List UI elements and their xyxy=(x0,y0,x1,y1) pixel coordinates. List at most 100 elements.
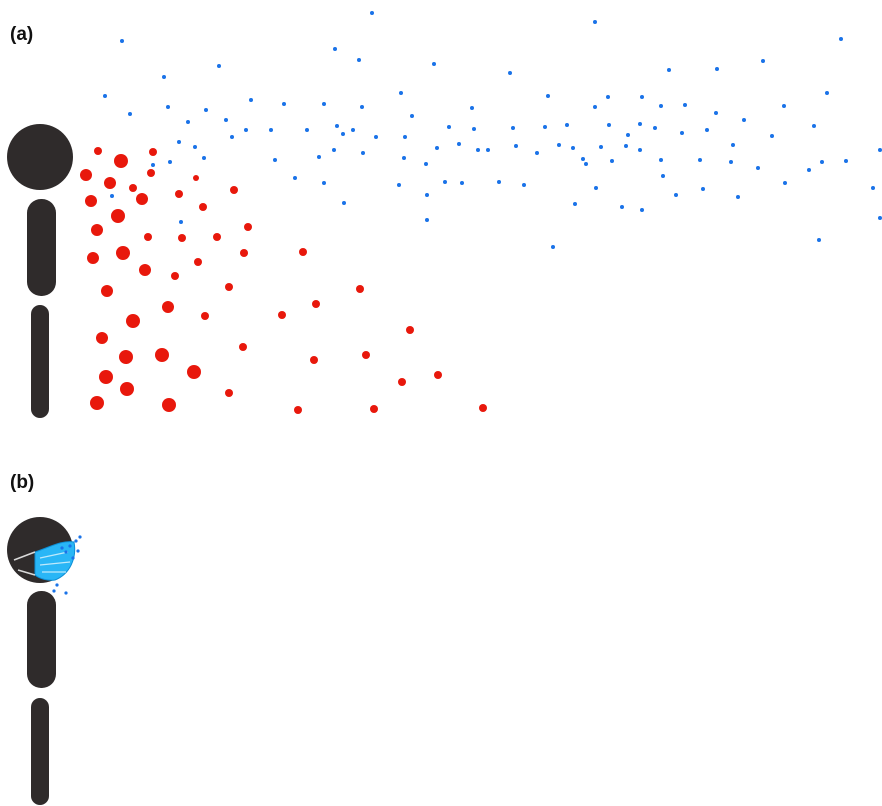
aerosol-particle xyxy=(457,142,461,146)
large-droplet xyxy=(362,351,370,359)
mask-strap-lower xyxy=(17,569,36,576)
large-droplet xyxy=(294,406,302,414)
large-droplet xyxy=(90,396,104,410)
aerosol-particle xyxy=(168,160,172,164)
aerosol-particle xyxy=(620,205,624,209)
aerosol-particle xyxy=(514,144,518,148)
aerosol-particle xyxy=(166,105,170,109)
aerosol-particle xyxy=(736,195,740,199)
aerosol-particle xyxy=(435,146,439,150)
aerosol-particle xyxy=(557,143,561,147)
aerosol-particle xyxy=(179,220,183,224)
aerosol-particle xyxy=(120,39,124,43)
aerosol-particle xyxy=(581,157,585,161)
large-droplet xyxy=(101,285,113,297)
large-droplet xyxy=(119,350,133,364)
aerosol-particle xyxy=(360,105,364,109)
aerosol-particle xyxy=(624,144,628,148)
large-droplet xyxy=(175,190,183,198)
aerosol-particle xyxy=(683,103,687,107)
large-droplet xyxy=(147,169,155,177)
aerosol-particle xyxy=(674,193,678,197)
aerosol-particle xyxy=(878,148,882,152)
aerosol-particle xyxy=(341,132,345,136)
large-droplet xyxy=(155,348,169,362)
aerosol-particle xyxy=(282,102,286,106)
aerosol-particle xyxy=(68,544,72,548)
aerosol-particle xyxy=(661,174,665,178)
large-droplet xyxy=(310,356,318,364)
aerosol-particle xyxy=(698,158,702,162)
large-droplet xyxy=(139,264,151,276)
person-unmasked xyxy=(7,124,73,418)
large-droplet xyxy=(162,398,176,412)
large-droplet xyxy=(187,365,201,379)
large-droplet xyxy=(178,234,186,242)
aerosol-particle xyxy=(551,245,555,249)
aerosol-particle xyxy=(705,128,709,132)
large-droplet xyxy=(171,272,179,280)
aerosol-particle xyxy=(402,156,406,160)
large-droplet xyxy=(230,186,238,194)
aerosol-particle xyxy=(293,176,297,180)
large-droplet xyxy=(87,252,99,264)
aerosol-particle xyxy=(52,589,56,593)
aerosol-particle xyxy=(607,123,611,127)
aerosol-particle xyxy=(594,186,598,190)
aerosol-particle xyxy=(351,128,355,132)
aerosol-particle xyxy=(399,91,403,95)
aerosol-particle xyxy=(305,128,309,132)
large-droplet xyxy=(299,248,307,256)
large-droplet xyxy=(99,370,113,384)
aerosol-particle xyxy=(470,106,474,110)
large-droplet xyxy=(129,184,137,192)
aerosol-particle xyxy=(839,37,843,41)
large-droplet xyxy=(240,249,248,257)
aerosol-particle xyxy=(425,218,429,222)
aerosol-particle xyxy=(761,59,765,63)
aerosol-particle xyxy=(472,127,476,131)
aerosol-particle xyxy=(807,168,811,172)
large-droplet xyxy=(239,343,247,351)
aerosol-particle xyxy=(403,135,407,139)
aerosol-particle xyxy=(64,550,68,554)
aerosol-particle xyxy=(731,143,735,147)
large-droplet xyxy=(144,233,152,241)
aerosol-particle xyxy=(269,128,273,132)
large-droplet xyxy=(213,233,221,241)
large-droplet xyxy=(244,223,252,231)
aerosol-particle xyxy=(522,183,526,187)
aerosol-particle xyxy=(593,20,597,24)
large-droplet xyxy=(201,312,209,320)
large-droplet xyxy=(136,193,148,205)
aerosol-particle xyxy=(217,64,221,68)
aerosol-particle xyxy=(332,148,336,152)
aerosol-particle xyxy=(204,108,208,112)
aerosol-particle xyxy=(659,158,663,162)
aerosol-particle xyxy=(640,95,644,99)
aerosol-particle xyxy=(71,556,75,560)
large-droplet xyxy=(94,147,102,155)
large-droplet xyxy=(406,326,414,334)
aerosol-particle xyxy=(224,118,228,122)
aerosol-particle xyxy=(497,180,501,184)
large-droplet xyxy=(193,175,199,181)
aerosol-particle xyxy=(162,75,166,79)
aerosol-particle xyxy=(546,94,550,98)
large-droplet xyxy=(434,371,442,379)
aerosol-particle xyxy=(640,208,644,212)
aerosol-particle xyxy=(573,202,577,206)
aerosol-particle xyxy=(878,216,882,220)
aerosol-particle xyxy=(508,71,512,75)
aerosol-particle xyxy=(817,238,821,242)
large-droplet xyxy=(370,405,378,413)
aerosol-particle xyxy=(742,118,746,122)
aerosol-particle xyxy=(151,163,155,167)
large-droplet xyxy=(85,195,97,207)
aerosol-particle xyxy=(335,124,339,128)
aerosol-particle xyxy=(606,95,610,99)
aerosol-particle xyxy=(511,126,515,130)
person-legs xyxy=(31,698,49,805)
large-droplet xyxy=(194,258,202,266)
